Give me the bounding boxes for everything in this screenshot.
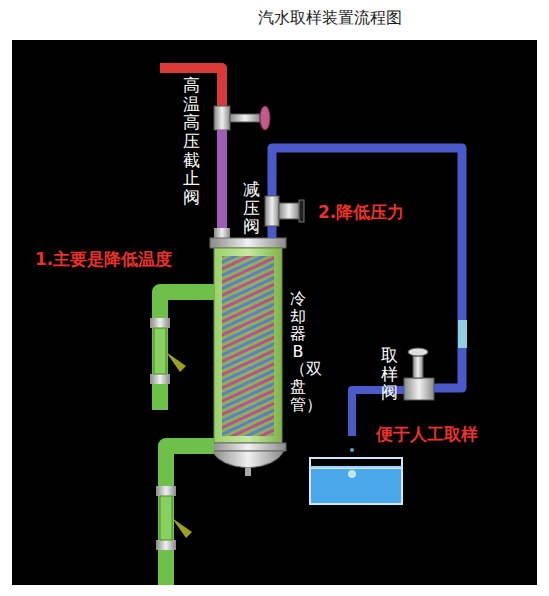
- note-text: 2.降低压力: [318, 201, 404, 224]
- part-name: 冷却器B（双盘管）: [290, 290, 306, 413]
- part-name: 减压阀: [243, 180, 260, 236]
- part-name: 取样阀: [381, 346, 398, 402]
- note-text: 1.主要是降低温度: [35, 248, 172, 271]
- part-name: 高温高压截止阀: [183, 76, 200, 207]
- diagram-title: 汽水取样装置流程图: [258, 8, 402, 29]
- note-text: 便于人工取样: [376, 423, 478, 446]
